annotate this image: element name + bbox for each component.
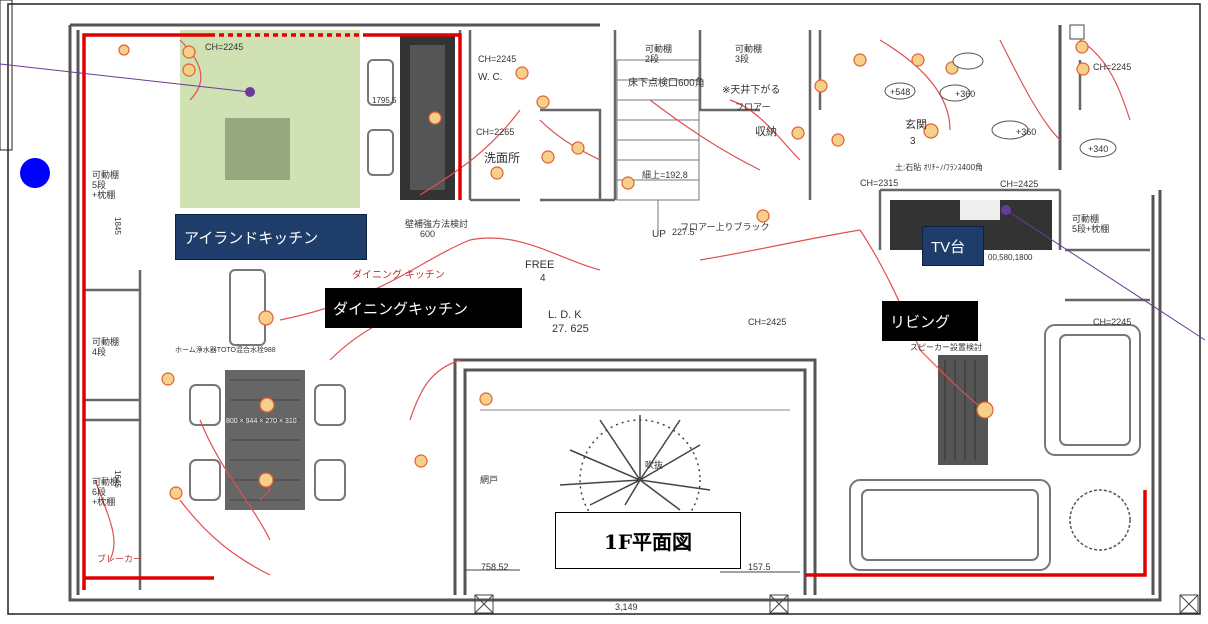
- dim-3149-label: 3,149: [615, 602, 638, 612]
- floor-note-label: フロアー: [735, 102, 770, 112]
- dimension-marks: [465, 24, 1199, 614]
- dining-hand-label: ダイニング キッチン: [352, 268, 445, 281]
- courtyard-walls: [453, 358, 817, 595]
- red-wall-highlights: [82, 33, 1147, 590]
- ch-label-d: CH=2245: [478, 54, 516, 64]
- interior-walls: [85, 30, 1150, 590]
- island-sink: [225, 118, 290, 180]
- ch-label-f: CH=2315: [860, 178, 898, 188]
- dining-table-lines: [230, 379, 300, 501]
- light-fixtures: [118, 40, 1090, 500]
- slab-label: 800 × 944 × 270 × 310: [226, 418, 297, 425]
- dining-chairs: [189, 59, 394, 501]
- breaker-label: ブレーカー: [97, 553, 142, 564]
- tv-stand-callout: TV台: [922, 226, 984, 266]
- entrance-note-label: フロアー上りブラック: [680, 221, 769, 232]
- genkan-label: 玄関: [905, 117, 927, 131]
- wc-label: W. C.: [478, 72, 502, 83]
- living-callout: リビング: [882, 301, 978, 341]
- island-kitchen-callout: アイランドキッチン: [175, 214, 367, 260]
- dim-17955-label: 1795.5: [372, 96, 397, 105]
- floor-up-label: 細上=192.8: [642, 169, 688, 180]
- free-num-label: 4: [540, 273, 546, 284]
- amido-label: 網戸: [480, 474, 498, 485]
- water-heater-label: ホーム浄水器TOTO混合水栓988: [175, 345, 276, 354]
- sofas: [849, 324, 1141, 571]
- plus-360a-label: +360: [1016, 127, 1036, 137]
- leader-lines: [0, 63, 1206, 341]
- courtyard-tree: [559, 415, 711, 541]
- ceiling-down-label: ※天井下がる: [722, 83, 780, 96]
- ch-label-a: CH=2425: [748, 317, 786, 327]
- free-label: FREE: [525, 259, 554, 271]
- plus-360b-label: +360: [955, 89, 975, 99]
- storage-label: 収納: [755, 125, 777, 138]
- dim-1845-label: 1845: [113, 217, 122, 235]
- plus-548-label: +548: [890, 87, 910, 97]
- ch-label-b: CH=2425: [1000, 179, 1038, 189]
- speaker-label: スピーカー設置検討: [910, 342, 982, 352]
- ch-label-e: CH=2265: [476, 127, 514, 137]
- ch-label-h: CH=2245: [1093, 62, 1131, 72]
- exterior-walls: [68, 23, 1162, 602]
- plus-340-label: +340: [1088, 144, 1108, 154]
- dim-227-label: 227.5: [672, 227, 695, 237]
- round-labels: [884, 52, 1117, 158]
- tv-leader-dot: [1001, 205, 1011, 215]
- ch-label-c: CH=2245: [1093, 317, 1131, 327]
- blue-marker-dot: [20, 158, 50, 188]
- stone-note-label: 土:石貼 ｵﾘﾁｰﾉ/ﾌﾗﾝｽ400角: [895, 162, 983, 172]
- kitchen-leader-dot: [245, 87, 255, 97]
- dim-1645-label: 1645: [113, 470, 122, 488]
- under-floor-label: 床下点検口600角: [628, 76, 705, 89]
- figure-frame: [7, 3, 1201, 615]
- tv-dims-label: 00,580,1800: [988, 253, 1033, 262]
- tv-stand-gap: [960, 200, 1000, 220]
- rug-lines: [944, 360, 976, 460]
- plant-circle: [1069, 489, 1131, 551]
- sink-fixture: [229, 269, 266, 346]
- floor-plan-title: 1F平面図: [555, 512, 741, 569]
- dim-1575-label: 157.5: [748, 562, 771, 572]
- dim-758-label: 758.52: [481, 562, 509, 572]
- left-edge-frame: [0, 0, 13, 151]
- courtyard-label: 吹抜: [645, 459, 663, 470]
- genkan-num-label: 3: [910, 136, 916, 147]
- ldk-label: L. D. K: [548, 309, 582, 321]
- dining-kitchen-callout: ダイニングキッチン: [325, 288, 522, 328]
- ch-label-g: CH=2245: [205, 42, 243, 52]
- wall-note-label: 壁補強方法検討: [405, 218, 468, 229]
- dim-600-label: 600: [420, 229, 435, 239]
- wiring-annotations: [94, 39, 1131, 576]
- washroom-label: 洗面所: [484, 151, 520, 165]
- up-label: UP: [652, 229, 666, 240]
- ldk-area-label: 27. 625: [552, 323, 589, 335]
